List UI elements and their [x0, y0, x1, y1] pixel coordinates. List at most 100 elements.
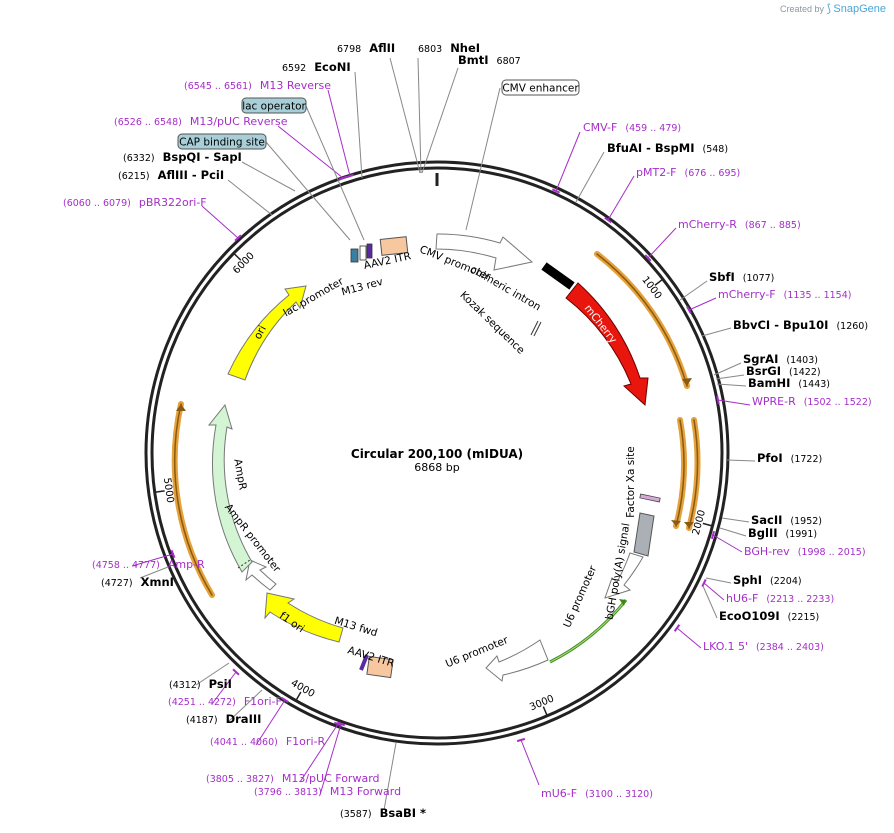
enzyme-label: (6332)BspQI - SapI: [123, 150, 242, 164]
enzyme-name: SphI: [733, 573, 762, 587]
primer-label: (6060 .. 6079)pBR322ori-F: [63, 196, 207, 209]
enzyme-label: BsrGI(1422): [746, 364, 821, 378]
primer-label-text: hU6-F(2213 .. 2233): [726, 592, 834, 605]
primer-name: M13 Forward: [330, 785, 401, 798]
enzyme-leader-line: [417, 57, 422, 174]
primer-pos: (459 .. 479): [625, 123, 681, 134]
enzyme-label-text: BglII(1991): [748, 526, 817, 540]
enzyme-pos: (1260): [836, 321, 868, 332]
primer-leader-line: [319, 723, 342, 796]
primer-name: mU6-F: [541, 787, 577, 800]
feature-ori-shape: [227, 285, 307, 381]
orange-arrow-head-1: [682, 378, 692, 386]
scale-tick: [154, 490, 165, 493]
boxed-label-text: CAP binding site: [179, 137, 265, 149]
plasmid-length: 6868 bp: [414, 461, 459, 474]
boxed-label-box: [501, 79, 580, 96]
enzyme-leader-line: [679, 280, 708, 301]
primer-label-text: mU6-F (3100 .. 3120): [541, 787, 653, 800]
enzyme-leader-line: [721, 517, 750, 523]
primer-leader-line: [201, 205, 239, 239]
primer-label-text: BGH-rev(1998 .. 2015): [744, 545, 866, 558]
enzyme-pos: (3587): [340, 809, 372, 820]
enzyme-pos: (1952): [790, 516, 822, 527]
enzyme-label: SacII(1952): [751, 513, 822, 527]
boxed-label-text: CMV enhancer: [502, 83, 579, 95]
primer-label: LKO.1 5'(2384 .. 2403): [703, 640, 824, 653]
primer-name: CMV-F: [583, 121, 617, 134]
enzyme-label-text: PfoI (1722): [757, 451, 822, 465]
enzyme-pos: (1077): [743, 273, 775, 284]
enzyme-label: (4312)PsiI: [169, 677, 232, 691]
scale-tick: [702, 522, 713, 527]
primer-site-mark: [710, 530, 716, 540]
feature-aav2-itr-top-shape: [379, 236, 409, 256]
enzyme-name: AflIII - PciI: [158, 168, 225, 182]
enzyme-name: EcoO109I: [719, 609, 780, 623]
snapgene-logo-icon: ⟆: [826, 3, 831, 15]
enzyme-pos: 6807: [497, 56, 521, 67]
feature-factor-xa-shape: [639, 493, 661, 503]
scale-tick: [654, 278, 664, 286]
primer-pos: (2213 .. 2233): [766, 594, 834, 605]
primer-leader-line: [211, 671, 237, 705]
primer-name: mCherry-R: [678, 218, 737, 231]
primer-label: (4758 .. 4777)Amp-R: [92, 558, 205, 571]
boxed-label-text: lac operator: [242, 101, 306, 113]
enzyme-leader-line: [705, 577, 732, 584]
primer-pos: (2384 .. 2403): [756, 642, 824, 653]
enzyme-name: AflII: [369, 41, 395, 55]
primer-pos: (3100 .. 3120): [585, 789, 653, 800]
primer-leader-line: [255, 699, 286, 746]
enzyme-label: SgrAI(1403): [743, 352, 818, 366]
enzyme-label: PfoI (1722): [757, 451, 822, 465]
primer-leader-line: [717, 399, 751, 406]
primer-site-mark: [345, 173, 355, 179]
feature-label: ori: [252, 324, 269, 342]
primer-label-text: (6526 .. 6548)M13/pUC Reverse: [114, 115, 288, 128]
enzyme-name: BspQI - SapI: [163, 150, 242, 164]
enzyme-name: SgrAI: [743, 352, 778, 366]
primer-name: F1ori-R: [286, 735, 326, 748]
enzyme-label-text: (4727)XmnI: [101, 575, 174, 589]
primer-label-text: (3805 .. 3827) M13/pUC Forward: [206, 772, 380, 785]
primer-label: (3796 .. 3813)M13 Forward: [254, 785, 401, 798]
primer-name: M13/pUC Forward: [282, 772, 380, 785]
enzyme-label-text: (4312)PsiI: [169, 677, 232, 691]
enzyme-pos: (1722): [791, 454, 823, 465]
primer-label-text: (4041 .. 4060)F1ori-R: [210, 735, 325, 748]
enzyme-name: PfoI: [757, 451, 783, 465]
enzyme-name: EcoNI: [314, 60, 350, 74]
orange-arc-mcherry-core: [596, 253, 688, 387]
primer-name: F1ori-F: [244, 695, 282, 708]
enzyme-name: NheI: [450, 41, 480, 55]
primer-pos: (3805 .. 3827): [206, 774, 274, 785]
feature-ampr-shape: [207, 403, 253, 573]
enzyme-label: (4727)XmnI: [101, 575, 174, 589]
primer-label: (3805 .. 3827) M13/pUC Forward: [206, 772, 380, 785]
enzyme-label: BamHI(1443): [748, 376, 830, 390]
feature-label: Factor Xa site: [625, 446, 637, 517]
enzyme-name: SbfI: [709, 270, 735, 284]
kozak-mark-2: [533, 321, 542, 337]
enzyme-pos: 6592: [282, 63, 306, 74]
boxed-label-box: [241, 97, 307, 114]
ampr-junction: [237, 559, 251, 569]
primer-leader-line: [277, 125, 344, 179]
enzyme-leader-line: [139, 566, 169, 579]
enzyme-leader-line: [726, 459, 756, 462]
enzyme-name: XmnI: [141, 575, 174, 589]
label-leader-lines: [131, 57, 756, 811]
enzyme-label: 6592 EcoNI: [282, 60, 351, 74]
enzyme-name: BbvCI - Bpu10I: [733, 318, 828, 332]
primer-label-text: mCherry-R(867 .. 885): [678, 218, 801, 231]
primer-name: BGH-rev: [744, 545, 790, 558]
orange-arrow-head-3: [684, 522, 694, 528]
enzyme-label-text: SphI(2204): [733, 573, 802, 587]
primer-label-text: (6060 .. 6079)pBR322ori-F: [63, 196, 207, 209]
feature-ampr-promoter-shape: [245, 559, 277, 591]
enzyme-label-text: BamHI(1443): [748, 376, 830, 390]
